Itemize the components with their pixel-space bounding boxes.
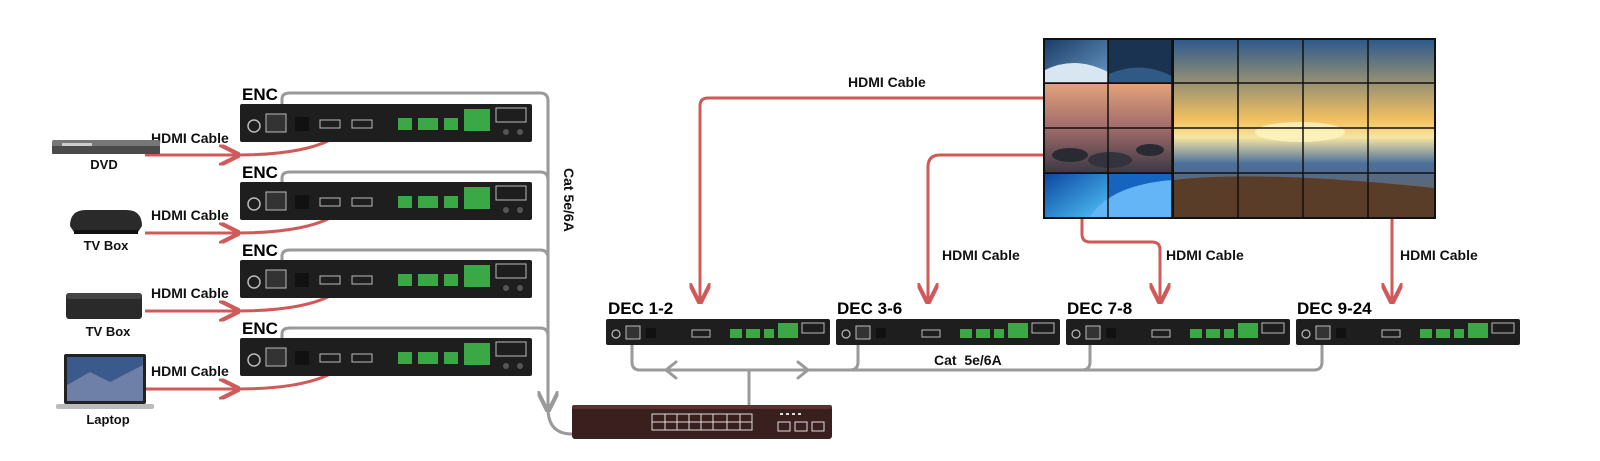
tv-box-icon bbox=[66, 293, 142, 319]
hdmi-label-source-1: HDMI Cable bbox=[151, 130, 229, 146]
encoder-4 bbox=[240, 338, 532, 376]
cat-direction-arrows bbox=[663, 360, 811, 380]
cat-label-vertical: Cat 5e/6A bbox=[561, 168, 577, 232]
decoder-4-label: DEC 9-24 bbox=[1297, 299, 1372, 318]
decoders bbox=[606, 319, 1520, 345]
hdmi-label-source-4: HDMI Cable bbox=[151, 363, 229, 379]
encoder-2-label: ENC bbox=[242, 163, 278, 182]
decoder-4 bbox=[1296, 319, 1520, 345]
hdmi-label-dec-4: HDMI Cable bbox=[1400, 247, 1478, 263]
dvd-player-icon bbox=[52, 140, 160, 154]
laptop-icon bbox=[56, 354, 154, 409]
encoder-3 bbox=[240, 260, 532, 298]
encoder-1-label: ENC bbox=[242, 85, 278, 104]
source-tvbox-1-label: TV Box bbox=[84, 238, 130, 253]
source-laptop-label: Laptop bbox=[86, 412, 129, 427]
decoder-2 bbox=[836, 319, 1060, 345]
hdmi-label-source-2: HDMI Cable bbox=[151, 207, 229, 223]
encoder-4-label: ENC bbox=[242, 319, 278, 338]
cat-cables bbox=[280, 91, 1324, 436]
source-tvbox-2: TV Box bbox=[66, 293, 142, 339]
source-tvbox-1: TV Box bbox=[70, 210, 142, 253]
encoder-3-label: ENC bbox=[242, 241, 278, 260]
source-dvd: DVD bbox=[52, 140, 160, 172]
source-dvd-label: DVD bbox=[90, 157, 117, 172]
hdmi-cables bbox=[145, 96, 1392, 389]
decoder-3 bbox=[1066, 319, 1290, 345]
source-tvbox-2-label: TV Box bbox=[86, 324, 132, 339]
hdmi-label-dec-3: HDMI Cable bbox=[1166, 247, 1244, 263]
cat-label-horizontal: Cat 5e/6A bbox=[934, 352, 1002, 368]
hdmi-label-dec-1: HDMI Cable bbox=[848, 74, 926, 90]
decoder-3-label: DEC 7-8 bbox=[1067, 299, 1132, 318]
hdmi-label-dec-2: HDMI Cable bbox=[942, 247, 1020, 263]
encoders bbox=[240, 104, 532, 376]
encoder-1 bbox=[240, 104, 532, 142]
source-laptop: Laptop bbox=[56, 354, 154, 427]
hdmi-label-source-3: HDMI Cable bbox=[151, 285, 229, 301]
decoder-2-label: DEC 3-6 bbox=[837, 299, 902, 318]
tv-box-icon bbox=[70, 210, 142, 234]
encoder-2 bbox=[240, 182, 532, 220]
decoder-1 bbox=[606, 319, 830, 345]
decoder-1-label: DEC 1-2 bbox=[608, 299, 673, 318]
svg-text:Cat 5e/6A: Cat 5e/6A bbox=[561, 168, 577, 232]
network-switch bbox=[572, 405, 832, 439]
video-wall bbox=[1043, 38, 1436, 219]
